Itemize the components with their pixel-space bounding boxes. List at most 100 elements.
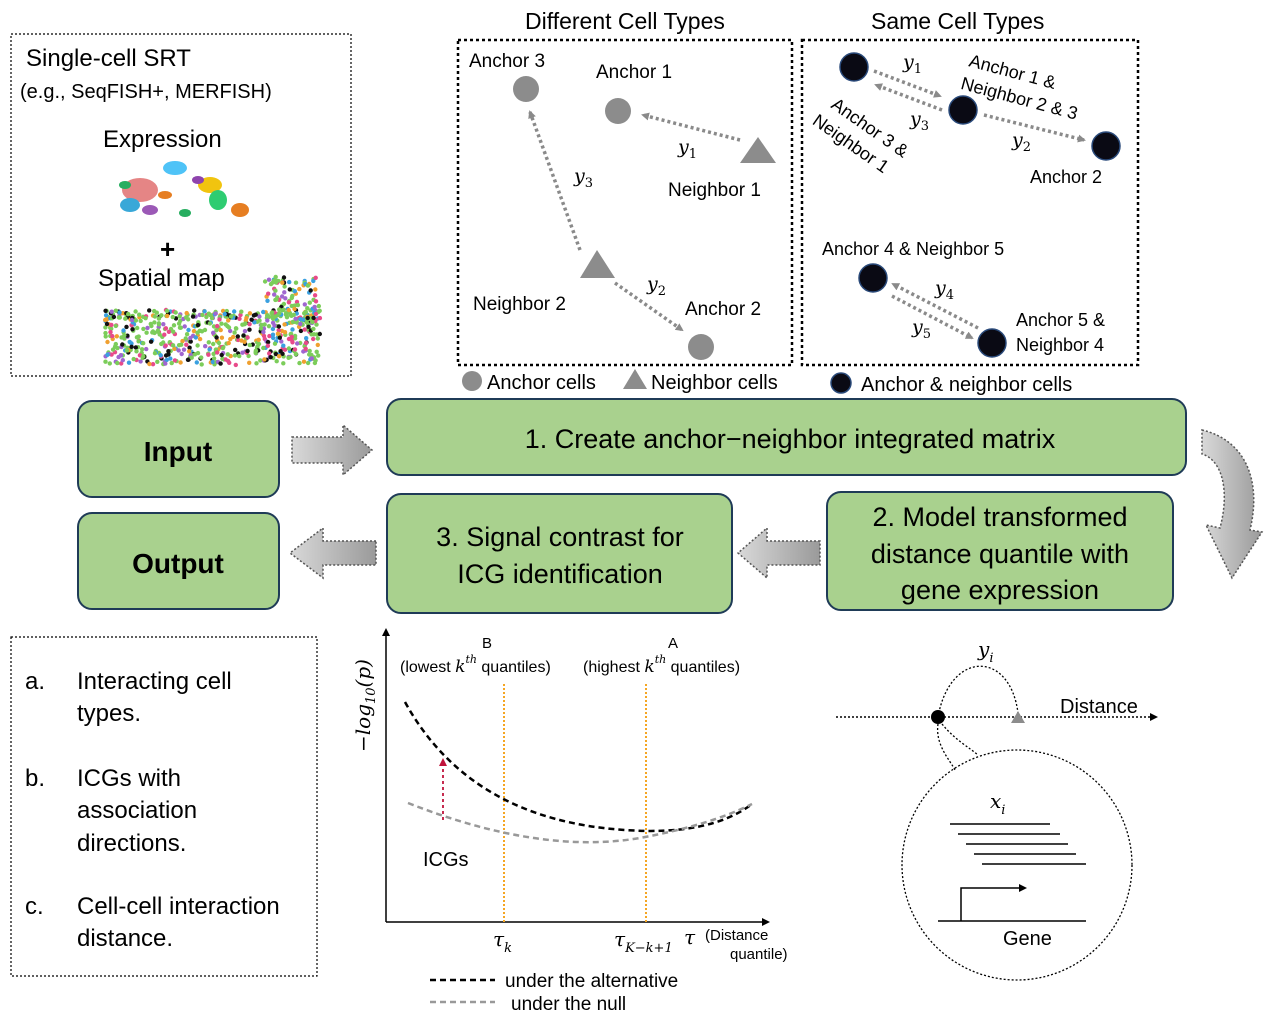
arrow-step1-to-step2	[1201, 429, 1264, 580]
spatial-dot	[141, 341, 146, 346]
spatial-dot	[103, 330, 108, 336]
same-anchor5-label-1: Anchor 5 &	[1016, 310, 1105, 330]
spatial-dot	[155, 359, 160, 364]
input-subtitle: (e.g., SeqFISH+, MERFISH)	[20, 81, 272, 103]
input-box	[77, 400, 280, 498]
spatial-dot	[200, 312, 205, 318]
spatial-dot	[243, 321, 248, 326]
signal-contrast-plot: −log10(p) B A (lowest kth quantiles) (hi…	[351, 628, 788, 1015]
same-arrow-y4	[891, 282, 979, 330]
plot-lowest-label: (lowest kth quantiles)	[400, 653, 551, 677]
spatial-dot	[237, 353, 242, 359]
spatial-dot	[293, 316, 298, 321]
spatial-dot	[181, 347, 187, 352]
spatial-dot	[217, 317, 222, 322]
spatial-dot	[119, 361, 124, 366]
spatial-dot	[236, 337, 241, 343]
spatial-dot	[273, 288, 278, 293]
gene-label: Gene	[1003, 928, 1052, 950]
spatial-dot	[293, 351, 299, 357]
spatial-dot	[286, 346, 292, 351]
spatial-dot	[302, 311, 307, 316]
spatial-dot	[273, 274, 278, 280]
spatial-dot	[164, 308, 170, 314]
spatial-dot	[147, 308, 152, 313]
flow: Input 1. Create anchor−neighbor integrat…	[77, 398, 1264, 614]
spatial-dot	[249, 317, 254, 322]
spatial-dot	[192, 308, 197, 313]
spatial-dot	[312, 304, 317, 310]
diff-arrow-y2	[613, 281, 684, 332]
spatial-dot	[163, 343, 168, 348]
same-anchor5-label-2: Neighbor 4	[1016, 335, 1104, 355]
spatial-dot	[110, 333, 115, 339]
spatial-dot	[120, 311, 126, 316]
spatial-dot	[261, 309, 266, 315]
spatial-dot	[287, 287, 292, 292]
spatial-dot	[141, 354, 146, 359]
anchor-dot	[931, 710, 945, 724]
spatial-dot	[305, 283, 311, 288]
spatial-dot	[103, 317, 108, 323]
spatial-dot	[158, 353, 163, 358]
spatial-dot	[177, 325, 183, 330]
diff-anchor3-label: Anchor 3	[469, 51, 545, 72]
spatial-dot	[228, 328, 233, 334]
arrow-step2-to-step3	[736, 526, 821, 580]
spatial-dot	[188, 339, 193, 344]
spatial-dot	[126, 311, 131, 317]
spatial-dot	[228, 336, 233, 342]
spatial-dot	[282, 322, 287, 327]
diff-y2-label: y2	[646, 273, 666, 299]
spatial-dot	[207, 321, 213, 326]
spatial-dot	[302, 327, 307, 332]
spatial-dot	[141, 326, 146, 332]
legend-anchor-neighbor-cells: Anchor & neighbor cells	[861, 374, 1072, 396]
spatial-dot	[180, 338, 185, 344]
spatial-dot	[258, 326, 264, 331]
spatial-dot	[184, 342, 189, 347]
spatial-dot	[223, 357, 228, 362]
spatial-dot	[195, 343, 200, 348]
spatial-dot	[117, 310, 122, 315]
spatial-dot	[113, 323, 119, 329]
spatial-dot	[261, 333, 267, 339]
spatial-dot	[228, 314, 234, 319]
spatial-dot	[133, 318, 139, 323]
spatial-dot	[265, 343, 271, 348]
spatial-dot	[237, 316, 242, 321]
spatial-dot	[295, 341, 300, 346]
diff-anchor3-cell	[513, 76, 539, 102]
spatial-dot	[244, 315, 249, 321]
spatial-dot	[226, 325, 232, 330]
diff-arrow-y3	[528, 110, 582, 251]
spatial-dot	[105, 339, 110, 345]
spatial-dot	[309, 356, 314, 361]
spatial-dot	[307, 300, 312, 305]
diff-anchor1-cell	[605, 98, 631, 124]
spatial-dot	[115, 345, 120, 351]
distance-arc	[937, 665, 1019, 718]
spatial-dot	[120, 342, 125, 347]
spatial-dot	[103, 325, 108, 330]
spatial-dot	[313, 275, 318, 280]
cell-legend: Anchor cells Neighbor cells Anchor & nei…	[462, 369, 1072, 396]
spatial-dot	[247, 322, 252, 327]
different-cell-types-panel: Different Cell Types Anchor 3 Anchor 1 N…	[456, 8, 794, 367]
diff-neighbor1-label: Neighbor 1	[668, 180, 761, 201]
spatial-dot	[170, 314, 175, 320]
spatial-dot	[123, 316, 128, 321]
diff-anchor2-cell	[688, 334, 714, 360]
spatial-dot	[282, 290, 287, 295]
spatial-dot	[152, 308, 157, 314]
spatial-dot	[225, 352, 230, 357]
spatial-dot	[312, 293, 318, 298]
spatial-dot	[265, 318, 270, 323]
diff-arrow-y1	[641, 112, 741, 142]
x-label-line1: (Distance	[705, 927, 768, 944]
spatial-dot	[134, 335, 140, 340]
spatial-dot	[295, 302, 301, 308]
spatial-dot	[284, 315, 290, 320]
output-a-letter: a.	[25, 668, 45, 695]
spatial-dot	[120, 358, 126, 363]
